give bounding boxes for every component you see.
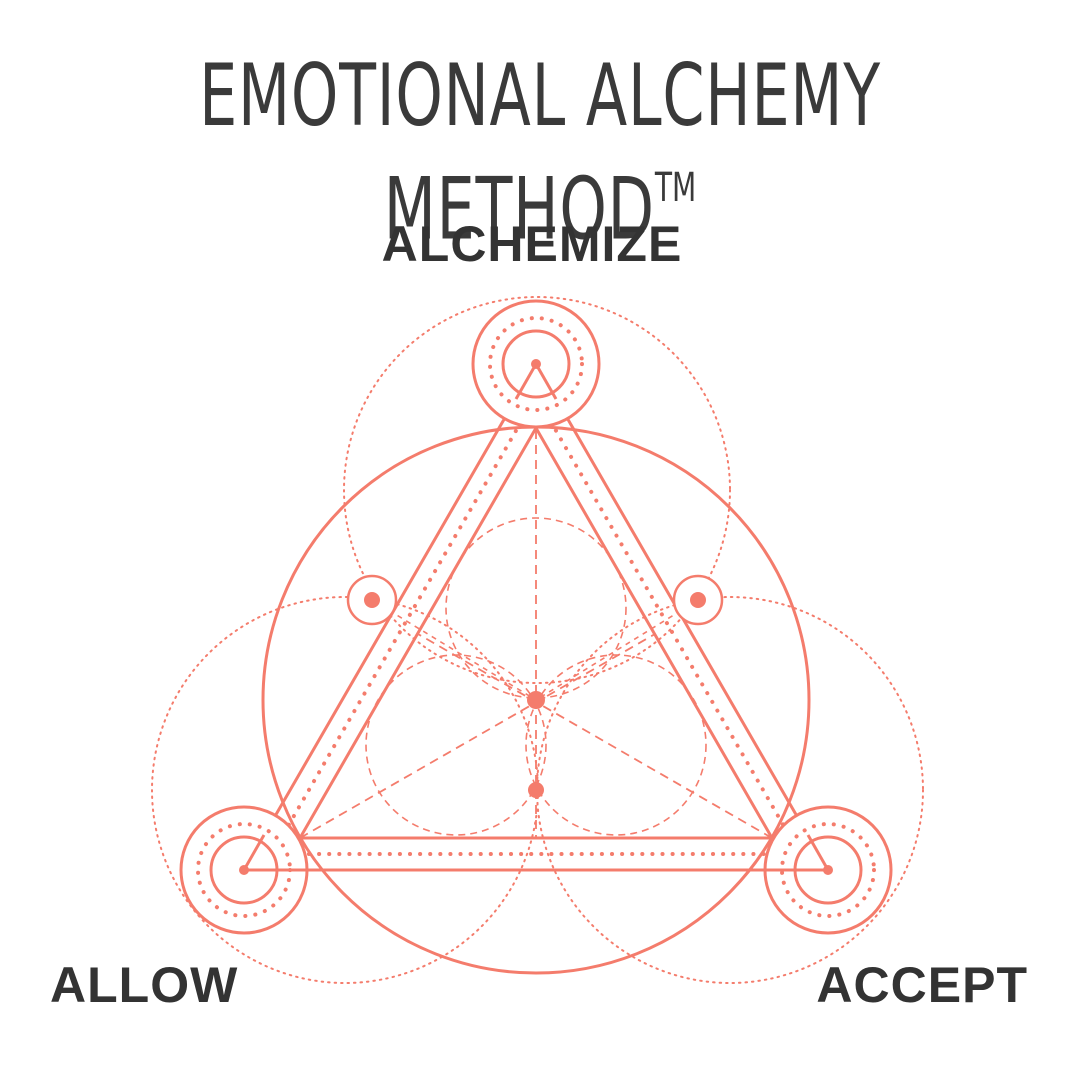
title-text: EMOTIONAL ALCHEMY METHOD bbox=[199, 46, 881, 260]
triangle-inner bbox=[297, 424, 775, 840]
side-dot-line-left bbox=[371, 599, 537, 701]
center-dot bbox=[527, 691, 545, 709]
side-dot-line-right bbox=[535, 599, 699, 701]
median-left bbox=[299, 633, 656, 839]
dashed-medians bbox=[299, 430, 773, 839]
node-top-spoke-left bbox=[514, 363, 538, 400]
node-left bbox=[179, 805, 309, 935]
outer-dotted-circle-right bbox=[536, 596, 924, 984]
inner-dashed-circle-left bbox=[365, 654, 547, 836]
side-node-left-dot bbox=[364, 592, 380, 608]
side-node-right-dot bbox=[690, 592, 706, 608]
node-top-dotted-ring bbox=[488, 316, 584, 412]
label-allow: ALLOW bbox=[50, 957, 239, 1013]
side-dot-lines bbox=[371, 599, 699, 701]
side-node-right bbox=[672, 574, 724, 626]
label-accept: ACCEPT bbox=[816, 957, 1028, 1013]
node-top bbox=[471, 299, 601, 429]
node-right-dotted-ring bbox=[780, 822, 876, 918]
outer-dotted-circle-top bbox=[343, 296, 731, 684]
lower-center-dot bbox=[528, 782, 544, 798]
side-node-left bbox=[346, 574, 398, 626]
trademark-mark: TM bbox=[654, 165, 697, 211]
outer-dotted-circle-left bbox=[151, 596, 539, 984]
node-left-spoke-up bbox=[242, 834, 266, 871]
inner-dashed-circle-right bbox=[525, 654, 707, 836]
node-right bbox=[763, 805, 893, 935]
node-right-dot bbox=[823, 865, 833, 875]
node-top-inner-ring bbox=[501, 329, 571, 399]
label-alchemize: ALCHEMIZE bbox=[381, 216, 683, 272]
median-right bbox=[417, 633, 773, 839]
triangle-dotted-band bbox=[268, 391, 804, 856]
node-top-spoke-right bbox=[534, 363, 558, 400]
node-right-spoke-up bbox=[806, 834, 830, 871]
node-left-dot bbox=[239, 865, 249, 875]
node-top-dot bbox=[531, 359, 541, 369]
inner-dashed-circle-top bbox=[445, 517, 627, 699]
page-title: EMOTIONAL ALCHEMY METHODTM bbox=[119, 46, 961, 259]
